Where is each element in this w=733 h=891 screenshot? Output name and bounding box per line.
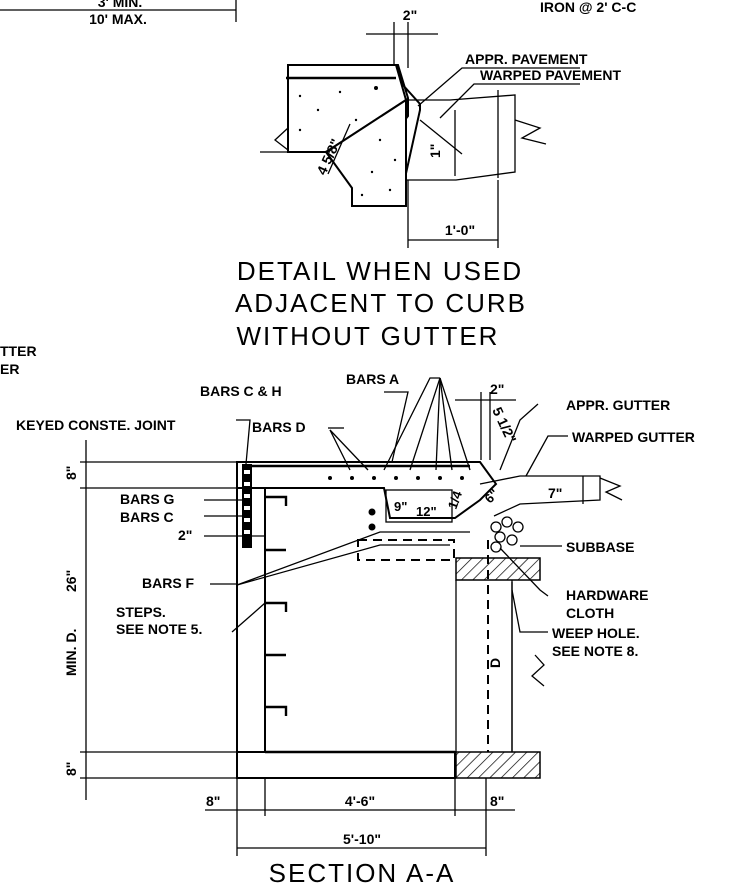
appr-pavement-label: APPR. PAVEMENT xyxy=(465,51,588,67)
leader-keyed-joint xyxy=(236,419,251,465)
iron-note: IRON @ 2' C-C xyxy=(540,0,636,15)
warped-pavement-label: WARPED PAVEMENT xyxy=(480,67,621,83)
drop-slash xyxy=(419,119,463,155)
top-rebar-dots xyxy=(328,476,464,480)
leader-warped-gutter xyxy=(525,435,568,477)
bars-g-label: BARS G xyxy=(120,491,175,507)
leader-warped-pavement xyxy=(439,83,580,119)
side-fragment-line2: ER xyxy=(0,361,19,377)
dim-1-4-label: 1/4 xyxy=(445,488,466,511)
side-fragment: TTER ER xyxy=(0,343,37,377)
detail-title-line2: ADJACENT TO CURB xyxy=(235,288,527,318)
dim-8-left-label: 8" xyxy=(206,793,220,809)
leader-steps xyxy=(231,602,266,633)
warped-pavement xyxy=(406,94,516,181)
right-wall-top-hatch xyxy=(455,557,541,581)
section-title: SECTION A-A xyxy=(269,858,456,888)
dim-5half-label: 5 1/2" xyxy=(489,405,519,446)
width-dim-label: 1'-0" xyxy=(445,222,475,238)
steps xyxy=(265,495,288,716)
dim-9-label: 9" xyxy=(394,499,407,514)
leader-bars-a-4 xyxy=(439,377,453,471)
bars-d-label: BARS D xyxy=(252,419,306,435)
top-fragment: 3' MIN. 10' MAX. IRON @ 2' C-C xyxy=(0,0,636,27)
dim-8-bot-label: 8" xyxy=(63,762,79,776)
keyed-joint xyxy=(242,464,252,548)
gap-top-label: 2" xyxy=(490,381,504,397)
warped-gutter xyxy=(479,475,601,517)
bar-f-dot-1 xyxy=(368,508,376,516)
detail-title-line1: DETAIL WHEN USED xyxy=(237,256,523,286)
bars-ch-label: BARS C & H xyxy=(200,383,282,399)
subbase-label: SUBBASE xyxy=(566,539,634,555)
hardware-label-1: HARDWARE xyxy=(566,587,648,603)
leader-appr-gutter xyxy=(499,403,539,471)
bars-f-label: BARS F xyxy=(142,575,195,591)
drop-dim-label: 1" xyxy=(427,144,443,158)
warped-gutter-label: WARPED GUTTER xyxy=(572,429,695,445)
break-line-right xyxy=(514,119,547,145)
hardware-label-2: CLOTH xyxy=(566,605,614,621)
steps-label-2: SEE NOTE 5. xyxy=(116,621,202,637)
keyed-joint-label: KEYED CONSTE. JOINT xyxy=(16,417,176,433)
dim-7-label: 7" xyxy=(548,485,562,501)
top-slab xyxy=(236,461,498,519)
dashed-opening xyxy=(357,539,455,561)
dim-26-label: 26" xyxy=(63,570,79,592)
dim-min-d-label: MIN. D. xyxy=(63,629,79,676)
dim-8-right-label: 8" xyxy=(490,793,504,809)
rebar-dot xyxy=(374,86,378,90)
gutter-break xyxy=(599,477,623,501)
dim-4-6-label: 4'-6" xyxy=(345,793,375,809)
sloped-bar-2 xyxy=(236,544,450,586)
curb-detail: 2" APPR. PAVEMENT WARPED PAVEMENT 4 5/8" xyxy=(235,7,622,351)
gutter-notch xyxy=(385,489,453,523)
leader-bars-d-1 xyxy=(329,429,351,471)
leader-bars-a-5 xyxy=(439,377,471,471)
leader-weep xyxy=(511,589,548,633)
leader-bars-ch xyxy=(384,391,409,463)
thickness-dim-line xyxy=(327,123,351,175)
d-dim-label: D xyxy=(487,658,503,668)
dim-8-top-label: 8" xyxy=(63,466,79,480)
section-a-a: BARS A BARS C & H KEYED CONSTE. JOINT BA… xyxy=(16,371,695,888)
weep-label-2: SEE NOTE 8. xyxy=(552,643,638,659)
leader-bars-a-2 xyxy=(409,377,441,471)
leader-appr-pavement xyxy=(417,67,580,107)
bars-c-label: BARS C xyxy=(120,509,174,525)
weep-label-1: WEEP HOLE. xyxy=(552,625,640,641)
concrete-speckle xyxy=(298,90,397,197)
dim-min-label: 3' MIN. xyxy=(98,0,143,10)
leader-hardware xyxy=(499,547,549,597)
subbase-stones xyxy=(490,516,524,553)
bottom-slab xyxy=(236,751,456,779)
dim-12-label: 12" xyxy=(416,504,437,519)
right-wall-bottom-hatch xyxy=(455,751,541,779)
gap-dim-label: 2" xyxy=(403,7,417,23)
curb-lower-block xyxy=(324,98,407,207)
break-line-left xyxy=(273,127,289,151)
dim-max-label: 10' MAX. xyxy=(89,11,147,27)
leader-bars-d-2 xyxy=(329,429,369,471)
sloped-bar-1 xyxy=(236,531,470,586)
side-fragment-line1: TTER xyxy=(0,343,37,359)
leader-bars-a-1 xyxy=(383,377,440,471)
d-break xyxy=(531,654,545,687)
leader-bars-a-3 xyxy=(435,377,441,471)
detail-title-line3: WITHOUT GUTTER xyxy=(237,321,500,351)
appr-gutter-label: APPR. GUTTER xyxy=(566,397,670,413)
steps-label-1: STEPS. xyxy=(116,604,166,620)
dim-2in-left-label: 2" xyxy=(178,527,192,543)
bars-a-label: BARS A xyxy=(346,371,399,387)
dim-5-10-label: 5'-10" xyxy=(343,831,381,847)
bar-f-dot-2 xyxy=(368,523,376,531)
